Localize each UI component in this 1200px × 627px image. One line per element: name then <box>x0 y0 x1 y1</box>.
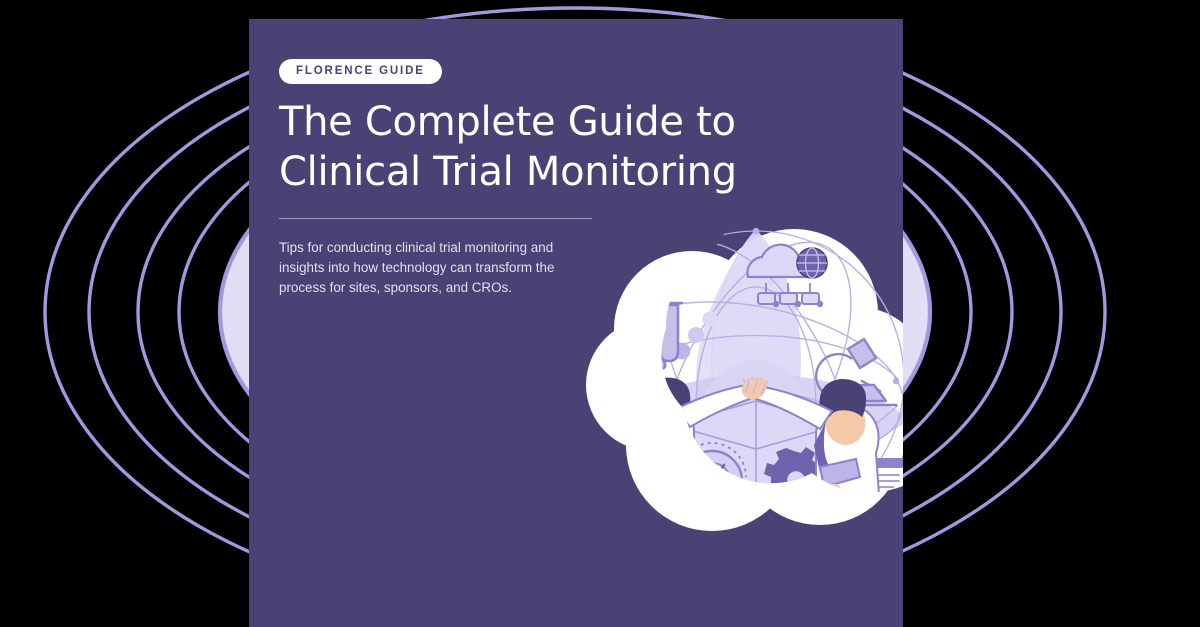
page-title: The Complete Guide to Clinical Trial Mon… <box>279 97 879 197</box>
cloud-network-icon <box>747 245 827 308</box>
florence-guide-badge: FLORENCE GUIDE <box>279 59 442 84</box>
pedestal-box <box>672 401 840 531</box>
page-title-line-2: Clinical Trial Monitoring <box>279 149 737 195</box>
title-divider <box>279 218 592 219</box>
researcher-right <box>742 379 880 509</box>
clinical-trial-monitoring-illustration <box>580 209 920 549</box>
page-title-line-1: The Complete Guide to <box>279 99 736 145</box>
guide-cover-card: FLORENCE GUIDE The Complete Guide to Cli… <box>249 19 903 627</box>
page-description: Tips for conducting clinical trial monit… <box>279 240 555 295</box>
flask-icon <box>615 309 665 369</box>
